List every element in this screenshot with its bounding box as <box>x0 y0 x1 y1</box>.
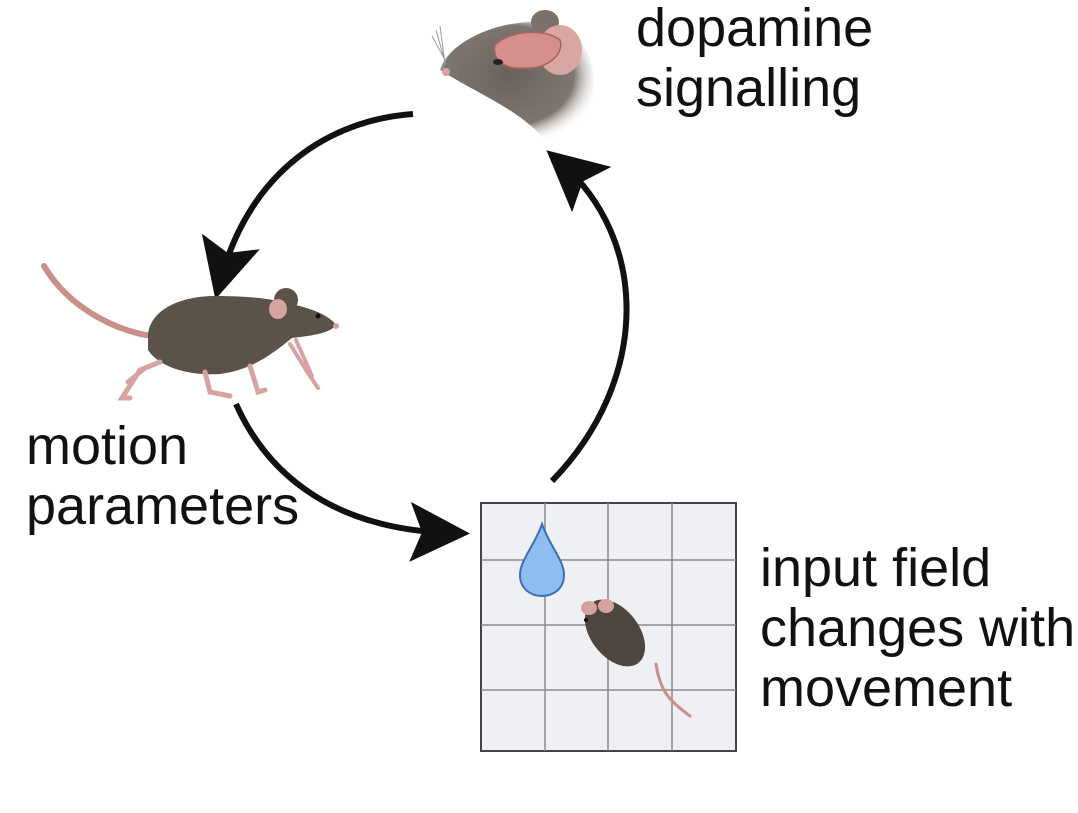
label-line: changes with <box>760 598 1076 658</box>
top-view-mouse-icon <box>581 599 692 718</box>
label-line: signalling <box>636 58 862 118</box>
label-line: dopamine <box>636 0 874 58</box>
label-line: input field <box>760 538 992 598</box>
label-motion-parameters: motion parameters <box>26 416 299 536</box>
label-line: parameters <box>26 476 300 536</box>
mouse-head-with-brain-icon <box>431 10 594 141</box>
label-line: movement <box>760 658 1013 718</box>
label-input-field: input field changes with movement <box>760 538 1075 718</box>
water-drop-icon <box>518 520 566 598</box>
label-dopamine-signalling: dopamine signalling <box>636 0 873 118</box>
walking-mouse-icon <box>41 263 339 401</box>
arrow-motion-to-field <box>233 402 470 562</box>
arrow-dopamine-to-motion <box>201 111 414 300</box>
label-line: motion <box>26 416 189 476</box>
arrow-field-to-dopamine <box>546 150 630 484</box>
